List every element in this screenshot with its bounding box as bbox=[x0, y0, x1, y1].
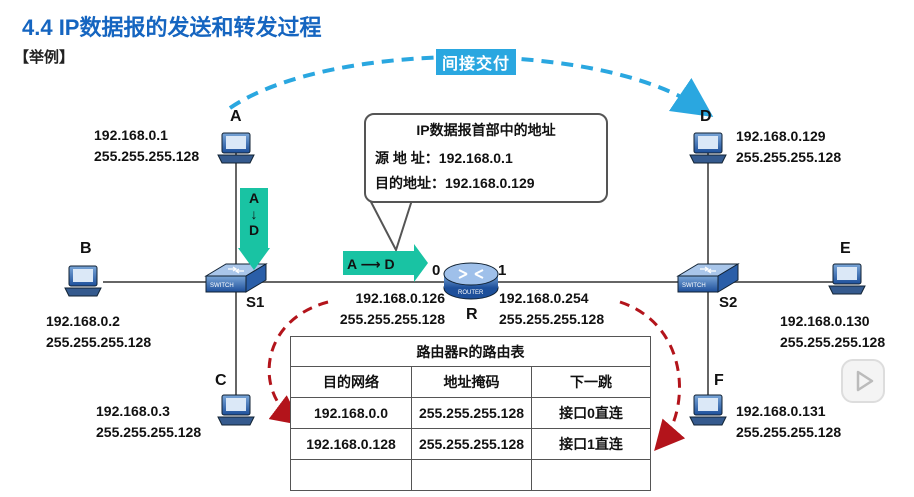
table-cell: 192.168.0.0 bbox=[290, 397, 412, 429]
teal-arrow-vertical-head bbox=[238, 248, 270, 270]
computer-icon bbox=[689, 394, 727, 426]
table-cell: 接口0直连 bbox=[531, 397, 651, 429]
play-icon bbox=[856, 370, 874, 392]
router-port1-number: 1 bbox=[498, 262, 507, 279]
router-icon: ROUTER bbox=[443, 262, 499, 300]
table-cell: 接口1直连 bbox=[531, 428, 651, 460]
computer-icon bbox=[64, 265, 102, 297]
red-arc-left bbox=[267, 300, 329, 426]
arrow-vertical-text: A ↓ D bbox=[248, 190, 260, 238]
switch-s2-label: S2 bbox=[719, 294, 738, 311]
page-title: 4.4 IP数据报的发送和转发过程 bbox=[22, 15, 322, 40]
router-name: R bbox=[466, 306, 478, 323]
table-row: 192.168.0.0 255.255.255.128 接口0直连 bbox=[290, 397, 651, 429]
callout-title: IP数据报首部中的地址 bbox=[416, 122, 556, 138]
table-cell: 192.168.0.128 bbox=[290, 428, 412, 460]
teal-arrow-vertical bbox=[240, 188, 268, 248]
table-cell bbox=[411, 459, 532, 491]
table-header: 地址掩码 bbox=[411, 366, 532, 398]
svg-text:SWITCH: SWITCH bbox=[210, 283, 234, 289]
host-b-name: B bbox=[80, 240, 92, 257]
host-c-name: C bbox=[215, 372, 227, 389]
red-arc-right bbox=[619, 300, 686, 452]
table-header: 下一跳 bbox=[531, 366, 651, 398]
computer-icon bbox=[689, 132, 727, 164]
routing-table-caption: 路由器R的路由表 bbox=[290, 336, 651, 367]
router-port0-number: 0 bbox=[432, 262, 441, 279]
table-cell bbox=[531, 459, 651, 491]
computer-icon bbox=[217, 132, 255, 164]
header-address-callout bbox=[364, 113, 608, 203]
switch-icon: SWITCH bbox=[676, 263, 740, 293]
indirect-delivery-label: 间接交付 bbox=[436, 49, 517, 75]
callout-pointer bbox=[369, 199, 413, 253]
computer-icon bbox=[828, 263, 866, 295]
table-row: 192.168.0.128 255.255.255.128 接口1直连 bbox=[290, 428, 651, 460]
svg-text:SWITCH: SWITCH bbox=[682, 283, 706, 289]
host-d-name: D bbox=[700, 108, 712, 125]
table-cell: 255.255.255.128 bbox=[411, 397, 532, 429]
host-e-name: E bbox=[840, 240, 851, 257]
teal-arrow-horizontal bbox=[343, 244, 428, 282]
routing-table: 路由器R的路由表 目的网络 地址掩码 下一跳 192.168.0.0 255.2… bbox=[290, 336, 651, 491]
table-cell bbox=[290, 459, 412, 491]
table-row bbox=[290, 459, 651, 491]
table-header: 目的网络 bbox=[290, 366, 412, 398]
computer-icon bbox=[217, 394, 255, 426]
switch-icon: SWITCH bbox=[204, 263, 268, 293]
arrow-horizontal-text: A ⟶ D bbox=[347, 256, 395, 272]
switch-s1-label: S1 bbox=[246, 294, 265, 311]
example-label: 【举例】 bbox=[14, 49, 75, 66]
callout-source-address: 源 地 址：192.168.0.1 bbox=[375, 150, 513, 166]
svg-text:ROUTER: ROUTER bbox=[458, 290, 484, 296]
play-button[interactable] bbox=[841, 359, 885, 403]
host-f-name: F bbox=[714, 372, 724, 389]
callout-destination-address: 目的地址：192.168.0.129 bbox=[375, 175, 535, 191]
host-a-name: A bbox=[230, 108, 242, 125]
table-cell: 255.255.255.128 bbox=[411, 428, 532, 460]
